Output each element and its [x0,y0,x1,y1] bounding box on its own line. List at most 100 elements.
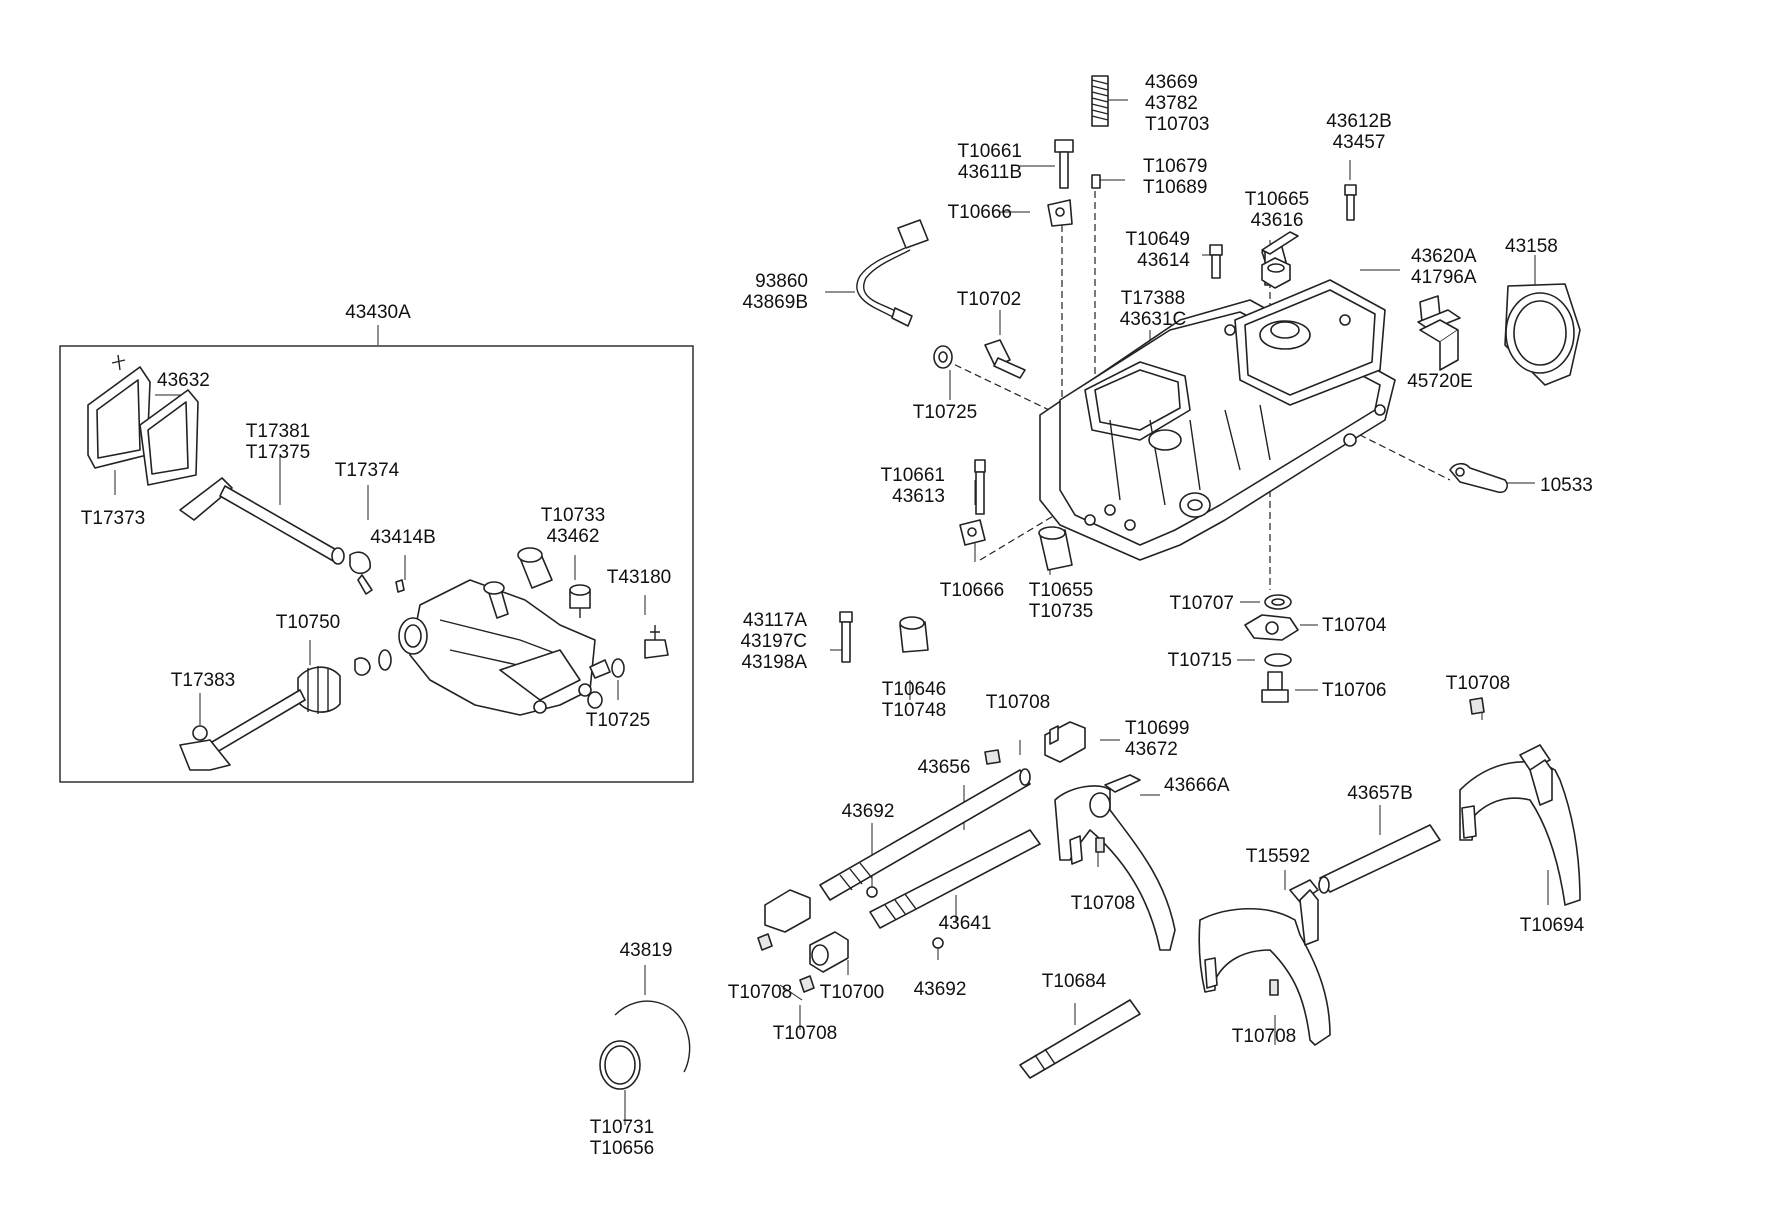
part-number: T17381 [245,421,311,442]
part-number: T10646 [881,679,947,700]
part-label-t10679[interactable]: T10679 T10689 [1143,156,1207,198]
part-label-t10708-left-1[interactable]: T10708 [728,982,792,1003]
part-label-43632[interactable]: 43632 [157,370,210,391]
part-number: T43180 [606,567,672,588]
part-number: T10708 [1231,1026,1297,1047]
part-label-t10661-a[interactable]: T10661 43611B [958,141,1022,183]
part-number: T10725 [912,402,978,423]
part-label-t10649[interactable]: T10649 43614 [1126,229,1190,271]
part-label-t10704[interactable]: T10704 [1322,615,1386,636]
part-number: 43692 [841,801,895,822]
part-label-t10750[interactable]: T10750 [276,612,340,633]
part-label-43657b[interactable]: 43657B [1347,783,1413,804]
part-label-t10684[interactable]: T10684 [1042,971,1106,992]
part-label-t10733[interactable]: T10733 43462 [541,505,605,547]
part-label-93860[interactable]: 93860 43869B [742,271,808,313]
part-label-t10666-a[interactable]: T10666 [948,202,1012,223]
part-number: T10706 [1322,680,1387,701]
part-number: 41796A [1411,267,1477,288]
gasket-assembly-drawing [87,354,199,486]
part-label-t10702[interactable]: T10702 [957,289,1021,310]
part-label-t10708-bottom[interactable]: T10708 [1232,1026,1296,1047]
part-number: 43819 [619,940,673,961]
part-number: T10665 [1244,189,1310,210]
part-label-t10700[interactable]: T10700 [820,982,884,1003]
shift-rail-43656-drawing [819,768,1031,901]
part-number: 43692 [913,979,967,1000]
part-label-t10694[interactable]: T10694 [1520,915,1584,936]
part-label-t17381[interactable]: T17381 T17375 [246,421,310,463]
part-label-t10665[interactable]: T10665 43616 [1245,189,1309,231]
part-label-t10708-mid[interactable]: T10708 [986,692,1050,713]
part-number: 43612B [1326,111,1392,132]
part-label-t10708-fork[interactable]: T10708 [1071,893,1135,914]
part-label-t10725-b[interactable]: T10725 [586,710,650,731]
part-label-t10708-right[interactable]: T10708 [1446,673,1510,694]
part-label-t10646[interactable]: T10646 T10748 [882,679,946,721]
shift-rail-t10684-drawing [1019,999,1141,1079]
part-number: 43414B [370,527,436,548]
part-label-t17374[interactable]: T17374 [335,460,399,481]
part-label-43669[interactable]: 43669 43782 T10703 [1145,72,1209,135]
part-label-43430a[interactable]: 43430A [345,302,411,323]
part-label-t10725-a[interactable]: T10725 [913,402,977,423]
part-number: 43672 [1125,739,1178,760]
part-label-t10661-b[interactable]: T10661 43613 [881,465,945,507]
part-label-43158[interactable]: 43158 [1505,236,1558,257]
sensor-harness-drawing [856,219,929,327]
part-label-t10699[interactable]: T10699 43672 [1125,718,1189,760]
part-label-43620a[interactable]: 43620A 41796A [1411,246,1477,288]
part-number: T10661 [957,141,1022,162]
part-label-t17388[interactable]: T17388 43631C [1120,288,1187,330]
part-number: 43669 [1145,72,1198,93]
part-label-t10666-b[interactable]: T10666 [940,580,1004,601]
part-label-45720e[interactable]: 45720E [1407,371,1473,392]
part-number: T10661 [880,465,945,486]
selector-heads-drawing [764,721,1086,973]
part-number: 43616 [1250,210,1304,231]
part-label-t17373[interactable]: T17373 [81,508,145,529]
part-label-43117a[interactable]: 43117A 43197C 43198A [740,610,807,673]
part-label-43612b[interactable]: 43612B 43457 [1326,111,1392,153]
part-label-t10708-left-2[interactable]: T10708 [773,1023,837,1044]
part-number: T10666 [947,202,1012,223]
part-number: T10725 [585,710,651,731]
part-label-t10715[interactable]: T10715 [1168,650,1232,671]
part-number: 43666A [1164,775,1230,796]
part-label-t10731[interactable]: T10731 T10656 [590,1117,654,1159]
shift-fork-t10694-drawing [1459,744,1581,906]
boot-and-shaft-drawing [179,649,392,771]
part-label-43414b[interactable]: 43414B [370,527,436,548]
detent-balls-drawing [866,886,944,949]
part-number: T10699 [1125,718,1190,739]
part-number: 43614 [1137,250,1190,271]
bracket-drawing [1419,319,1459,371]
part-number: 43641 [938,913,992,934]
part-label-t17383[interactable]: T17383 [171,670,235,691]
part-number: T15592 [1245,846,1311,867]
part-label-43666a[interactable]: 43666A [1164,775,1230,796]
part-label-t43180[interactable]: T43180 [607,567,671,588]
part-number: T10702 [956,289,1022,310]
part-number: T17375 [245,442,311,463]
part-number: 43430A [345,302,411,323]
part-number: 43782 [1145,93,1198,114]
part-number: T10684 [1041,971,1107,992]
part-label-43641[interactable]: 43641 [939,913,992,934]
part-label-t10655[interactable]: T10655 T10735 [1029,580,1093,622]
part-label-43656[interactable]: 43656 [918,757,971,778]
part-label-t10706[interactable]: T10706 [1322,680,1386,701]
part-number: 43158 [1505,236,1558,257]
part-label-43819[interactable]: 43819 [620,940,673,961]
part-label-10533[interactable]: 10533 [1540,475,1593,496]
part-number: 43462 [546,526,600,547]
part-label-t15592[interactable]: T15592 [1246,846,1310,867]
part-number: 10533 [1540,475,1593,496]
part-number: T10649 [1125,229,1190,250]
part-label-43692-a[interactable]: 43692 [842,801,895,822]
part-number: 43620A [1411,246,1477,267]
part-label-43692-b[interactable]: 43692 [914,979,967,1000]
part-label-t10707[interactable]: T10707 [1170,593,1234,614]
part-number: T10708 [727,982,793,1003]
